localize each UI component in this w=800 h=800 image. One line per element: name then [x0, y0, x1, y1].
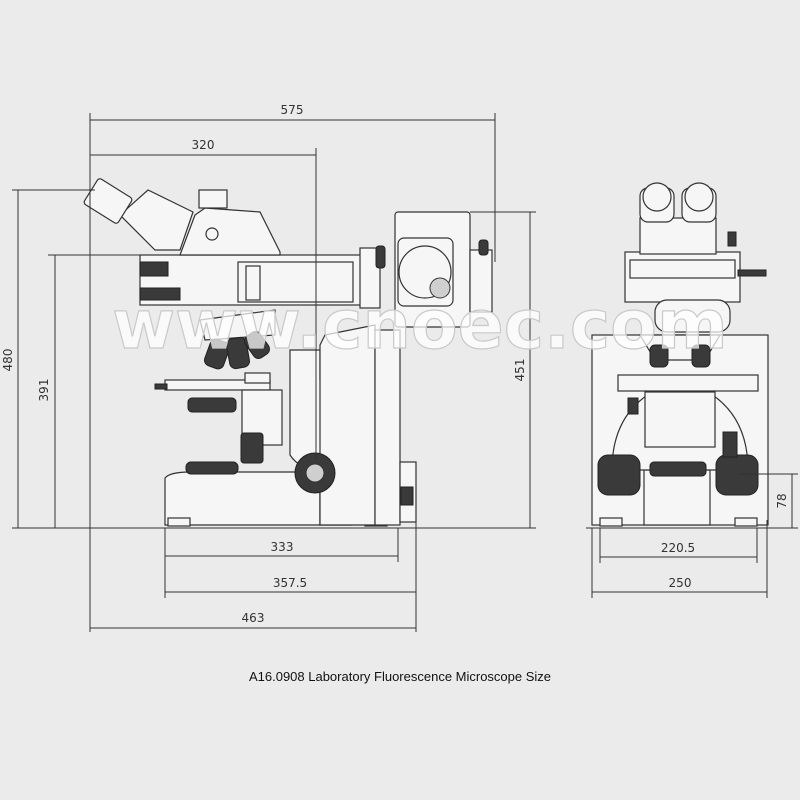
- side-knob: [737, 269, 767, 277]
- dim-height-overall: 480: [1, 349, 15, 372]
- side-view-microscope: [83, 178, 493, 527]
- head-knob: [205, 227, 219, 241]
- knurled-ring: [139, 287, 181, 301]
- knurled-ring: [139, 261, 169, 277]
- filter-slot: [245, 265, 261, 301]
- base: [164, 471, 321, 526]
- trinocular-head: [179, 207, 281, 256]
- dim-width-to-pillar: 320: [192, 138, 215, 152]
- dim-base-357-5: 357.5: [273, 576, 307, 590]
- dim-front-width-220-5: 220.5: [661, 541, 695, 555]
- field-diaphragm: [185, 461, 239, 475]
- lamp-adjust-knob: [429, 277, 451, 299]
- foot: [734, 517, 758, 527]
- eyepiece-cup: [684, 182, 714, 212]
- lamp-connector: [359, 247, 381, 309]
- connector-knob: [375, 245, 386, 269]
- dim-front-width-250: 250: [669, 576, 692, 590]
- stage-clip: [154, 383, 168, 390]
- front-head: [639, 217, 717, 255]
- dimension-labels: 575 320 480 391 451 333 357.5 463 78 220…: [1, 103, 789, 625]
- dim-base-333: 333: [271, 540, 294, 554]
- camera-port: [198, 189, 228, 209]
- rear-panel: [374, 329, 401, 526]
- figure-caption: A16.0908 Laboratory Fluorescence Microsc…: [248, 669, 552, 684]
- power-switch: [400, 486, 414, 506]
- lamp-knob: [478, 239, 489, 256]
- foot: [599, 517, 623, 527]
- eyepiece-cup: [642, 182, 672, 212]
- front-focus-knob: [715, 454, 759, 496]
- objective-lens: [204, 338, 230, 370]
- dimension-lines: [12, 113, 798, 632]
- stage-knob: [240, 432, 264, 464]
- front-view-microscope: [591, 182, 769, 527]
- front-housing: [654, 299, 731, 333]
- front-focus-knob: [597, 454, 641, 496]
- objective-lens: [244, 331, 270, 359]
- dim-height-stage: 391: [37, 379, 51, 402]
- front-filter-panel: [629, 259, 736, 279]
- stage-knob: [722, 431, 738, 458]
- stage-lever: [627, 397, 639, 415]
- dim-height-lamphouse: 451: [513, 359, 527, 382]
- eyepiece-tube: [119, 189, 194, 251]
- foot: [167, 517, 191, 527]
- dim-base-463: 463: [242, 611, 265, 625]
- dim-front-height-78: 78: [775, 493, 789, 508]
- stage-holder: [244, 372, 271, 384]
- focus-knob-center: [305, 463, 325, 483]
- front-stage-support: [644, 391, 716, 448]
- front-stage: [617, 374, 759, 392]
- watermark: www.cnoec.com: [112, 286, 728, 365]
- side-knob: [727, 231, 737, 247]
- objective-lens: [691, 344, 711, 368]
- front-base-block: [643, 469, 711, 526]
- objective-lens: [649, 344, 669, 368]
- objective-lens: [225, 336, 251, 370]
- front-field-diaphragm: [649, 461, 707, 477]
- condenser: [187, 397, 237, 413]
- dim-width-overall: 575: [281, 103, 304, 117]
